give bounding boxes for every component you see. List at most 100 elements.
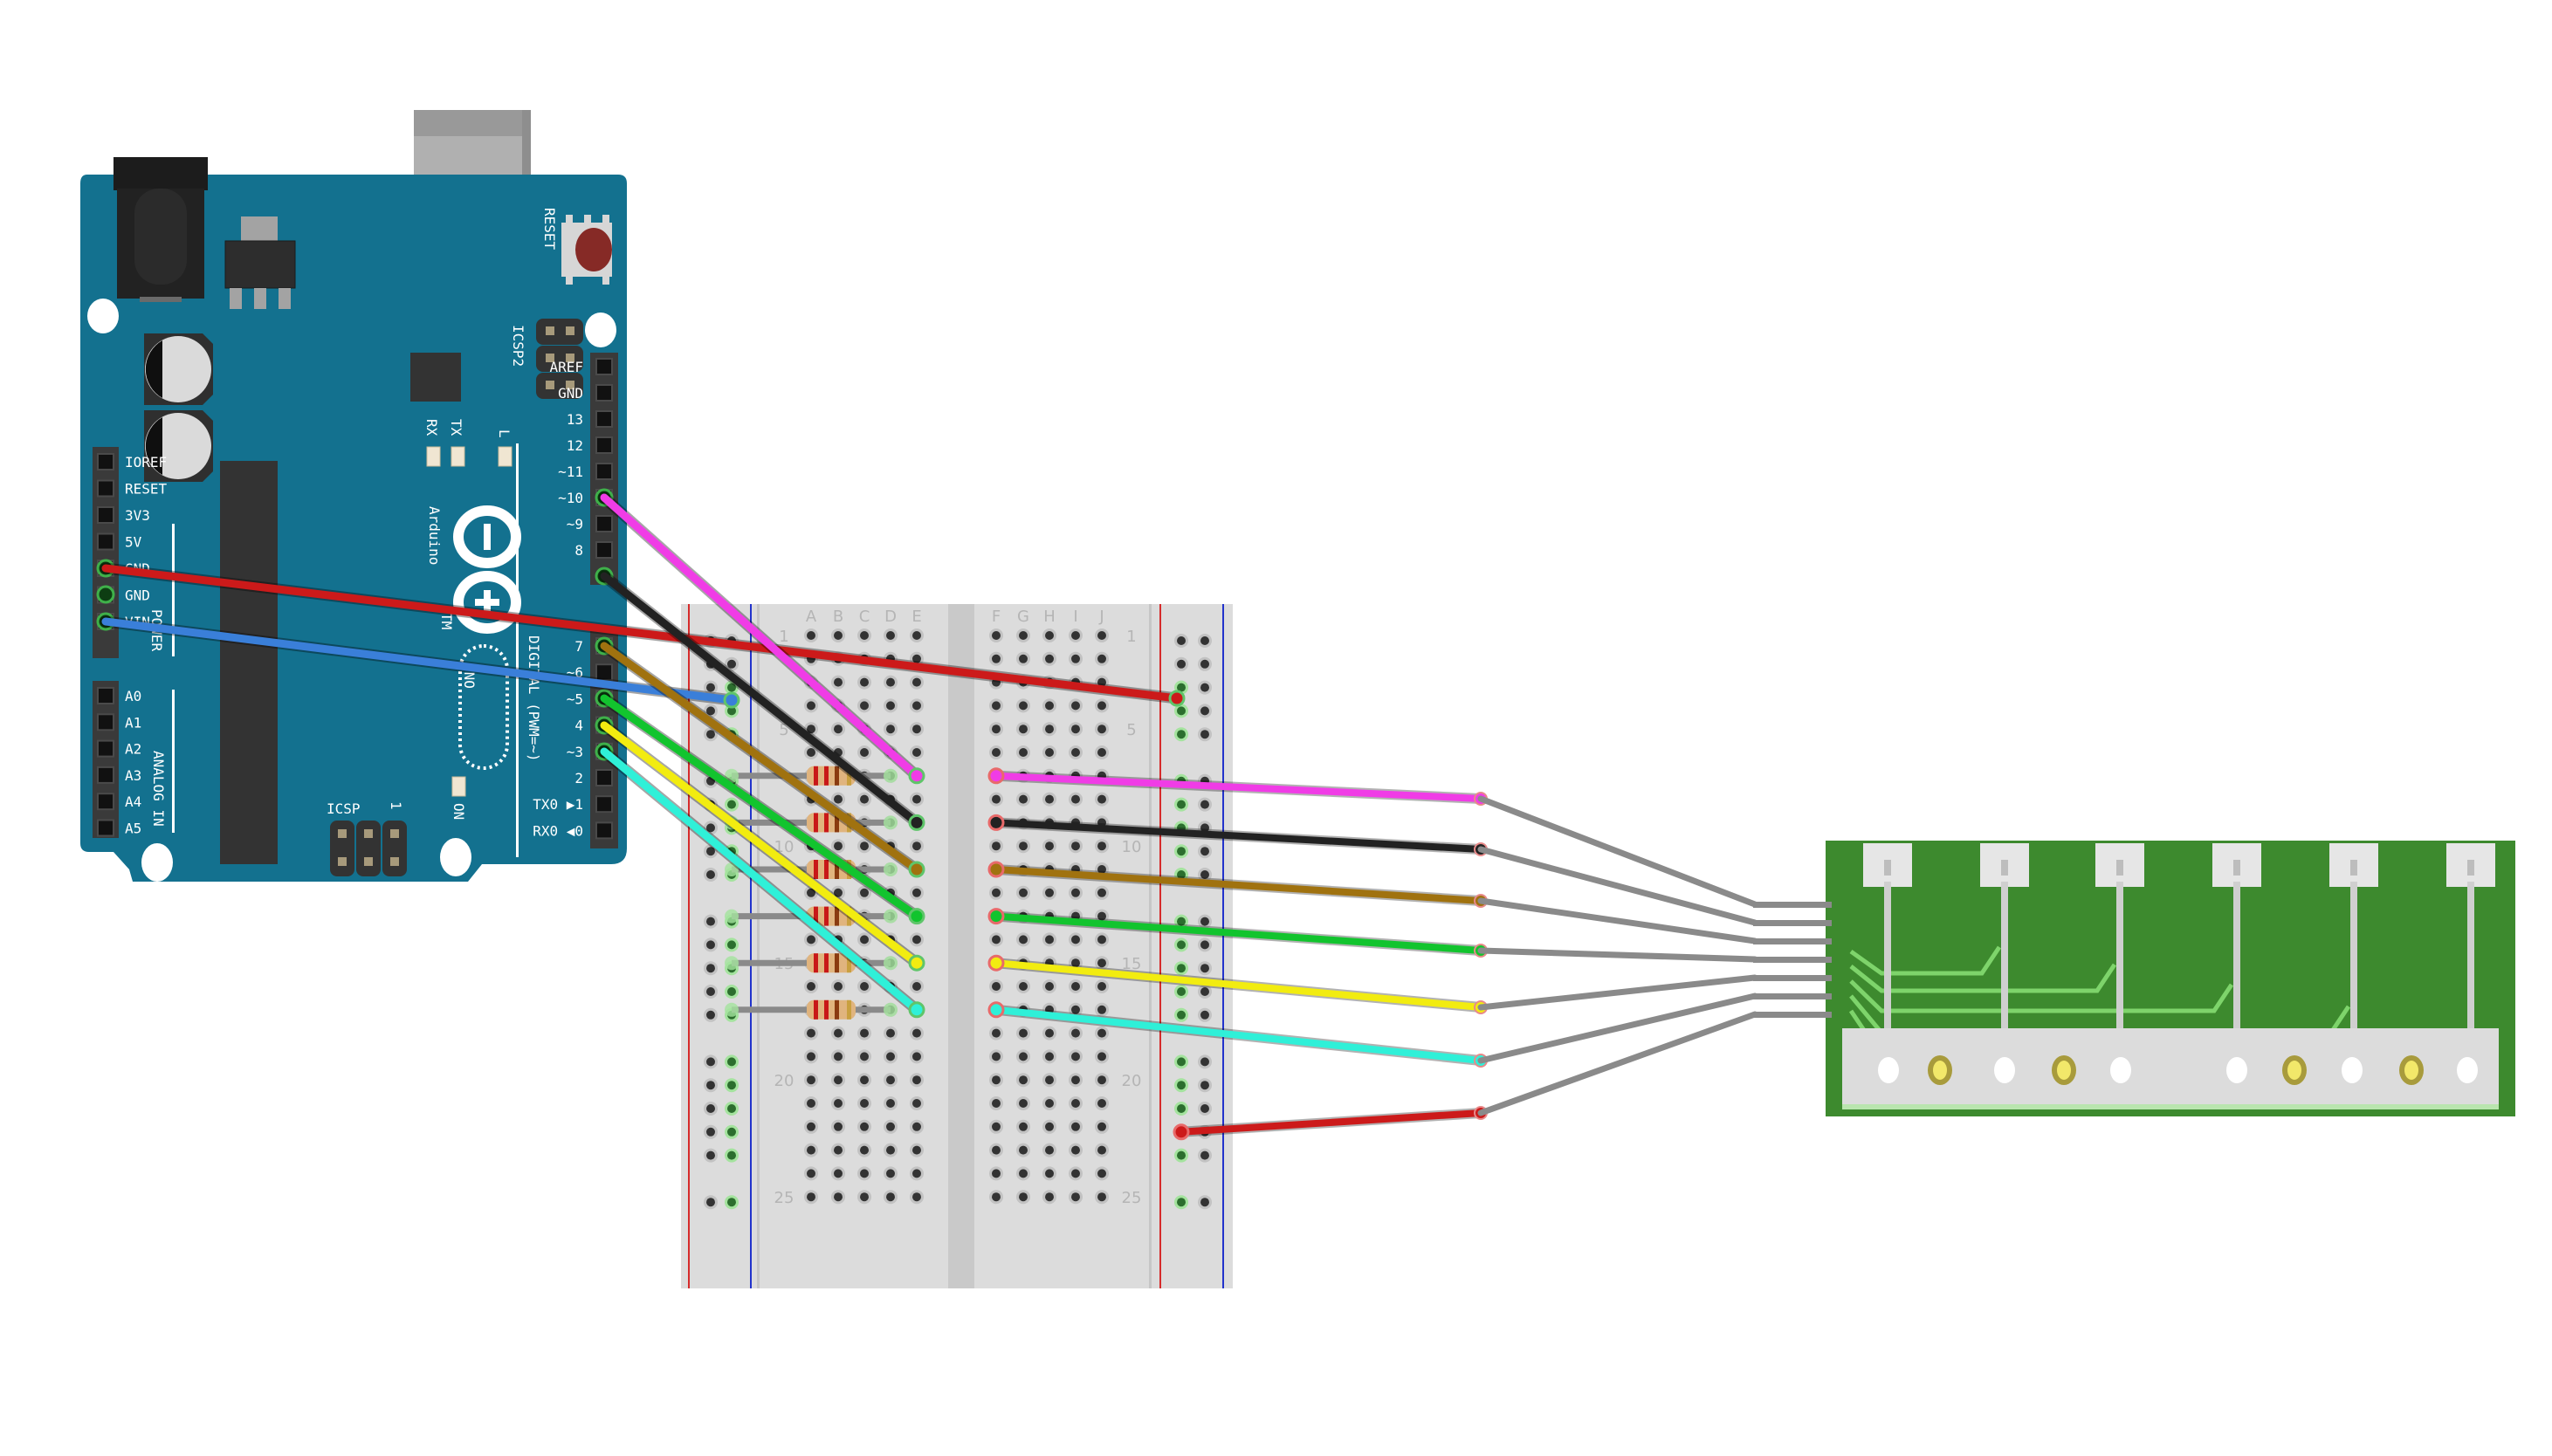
sensor-header-pin[interactable] — [1753, 975, 1832, 981]
jumper-wire[interactable] — [1173, 1011, 1758, 1141]
digital-pin[interactable] — [595, 410, 613, 428]
digital-pin-label: ~3 — [567, 744, 583, 760]
power-pin-label: IOREF — [125, 454, 167, 470]
reset-button[interactable] — [561, 215, 612, 285]
rx-led — [426, 446, 441, 467]
on-led — [451, 776, 466, 797]
connected-pin-marker — [96, 585, 115, 604]
sensor-lead — [1477, 992, 1758, 1064]
wire-d9[interactable] — [598, 570, 925, 831]
digital-pin-label: ~5 — [567, 690, 583, 707]
analog-pin[interactable] — [97, 819, 114, 837]
power-pin-label: 5V — [125, 534, 142, 551]
row-label: 1 — [1126, 628, 1136, 646]
rail-line-blue — [750, 604, 752, 1288]
wire-d5[interactable] — [598, 692, 925, 925]
digital-pin[interactable] — [595, 541, 613, 559]
resistor[interactable] — [725, 999, 898, 1020]
sensor-header-pin[interactable] — [1753, 957, 1832, 963]
jumper-wire[interactable] — [987, 992, 1758, 1068]
analog-pin[interactable] — [97, 766, 114, 784]
row-label: 5 — [1126, 721, 1136, 739]
ir-emitter — [1863, 843, 1912, 1030]
wire-d12[interactable] — [598, 491, 925, 785]
column-label: E — [911, 608, 921, 626]
sensor-header-pin[interactable] — [1753, 902, 1832, 908]
trademark-label: TM — [438, 613, 455, 629]
power-pin[interactable] — [97, 506, 114, 524]
column-label: I — [1073, 608, 1077, 626]
wire-5v[interactable] — [100, 562, 1186, 707]
sensor-lead — [1477, 846, 1758, 926]
rail-line-red — [1159, 604, 1161, 1288]
wire-gnd[interactable] — [100, 615, 740, 709]
sensor-header-pin[interactable] — [1753, 993, 1832, 999]
l-led — [498, 446, 512, 467]
digital-pin[interactable] — [595, 436, 613, 454]
mounting-hole — [440, 838, 471, 876]
jumper-wire[interactable] — [987, 814, 1758, 926]
ir-sensor-array-board — [1753, 841, 2515, 1116]
analog-pin[interactable] — [97, 739, 114, 758]
rail-line-red — [688, 604, 690, 1288]
digital-pin-label: RX0 ◀0 — [533, 822, 583, 839]
sensor-header-pin[interactable] — [1753, 938, 1832, 944]
digital-pin[interactable] — [595, 821, 613, 840]
jumper-wire[interactable] — [987, 767, 1758, 908]
column-label: J — [1098, 608, 1104, 626]
wire-d4[interactable] — [598, 719, 925, 972]
column-label: G — [1017, 608, 1029, 626]
analog-pin[interactable] — [97, 687, 114, 704]
analog-pin[interactable] — [97, 713, 114, 731]
power-jack — [113, 157, 208, 302]
digital-pin[interactable] — [595, 769, 613, 786]
row-label: 5 — [779, 721, 788, 739]
digital-pin[interactable] — [595, 795, 613, 814]
capacitor — [144, 333, 213, 405]
tx-led — [451, 446, 465, 467]
on-label: ON — [451, 803, 467, 820]
wire-d7[interactable] — [598, 640, 925, 878]
sensor-header-pin[interactable] — [1753, 1012, 1832, 1018]
digital-pin-label: 12 — [567, 437, 583, 454]
analog-pin-label: A3 — [125, 767, 141, 784]
row-label: 25 — [1122, 1189, 1142, 1207]
digital-pin-label: GND — [558, 385, 583, 402]
wire-d3[interactable] — [598, 745, 925, 1019]
row-label: 25 — [774, 1189, 794, 1207]
power-pin-label: 3V3 — [125, 507, 150, 524]
sensor-lead — [1477, 974, 1758, 1011]
mounting-hole — [2226, 1057, 2247, 1083]
ir-emitter — [1980, 843, 2029, 1030]
analog-header — [93, 681, 119, 838]
usb-chip — [410, 353, 461, 402]
digital-pin-label: ~11 — [558, 464, 583, 480]
column-label: C — [859, 608, 870, 626]
row-label: 20 — [1122, 1072, 1142, 1090]
digital-pin[interactable] — [595, 515, 613, 532]
power-pin[interactable] — [97, 532, 114, 551]
analog-pin-label: A0 — [125, 688, 141, 704]
digital-pin[interactable] — [595, 463, 613, 480]
jumper-wire[interactable] — [987, 861, 1758, 944]
digital-pin[interactable] — [595, 358, 613, 375]
arduino-logo — [453, 505, 521, 770]
digital-pin-label: 4 — [574, 718, 583, 734]
power-pin[interactable] — [97, 479, 114, 498]
digital-pin[interactable] — [595, 384, 613, 402]
pcb-trace — [1849, 945, 2002, 976]
icsp2-label: ICSP2 — [510, 325, 526, 367]
reset-label: RESET — [541, 208, 558, 251]
tx-label: TX — [448, 419, 464, 436]
sensor-lead — [1477, 947, 1758, 963]
analog-pin[interactable] — [97, 793, 114, 811]
jumper-wire[interactable] — [987, 908, 1758, 963]
row-label: 20 — [774, 1072, 794, 1090]
row-label: 1 — [779, 628, 788, 646]
jumper-wire[interactable] — [987, 954, 1758, 1014]
power-pin[interactable] — [97, 453, 114, 470]
mounting-hole — [1878, 1057, 1899, 1083]
voltage-regulator — [224, 216, 296, 309]
resistor[interactable] — [725, 766, 898, 786]
sensor-header-pin[interactable] — [1753, 920, 1832, 926]
